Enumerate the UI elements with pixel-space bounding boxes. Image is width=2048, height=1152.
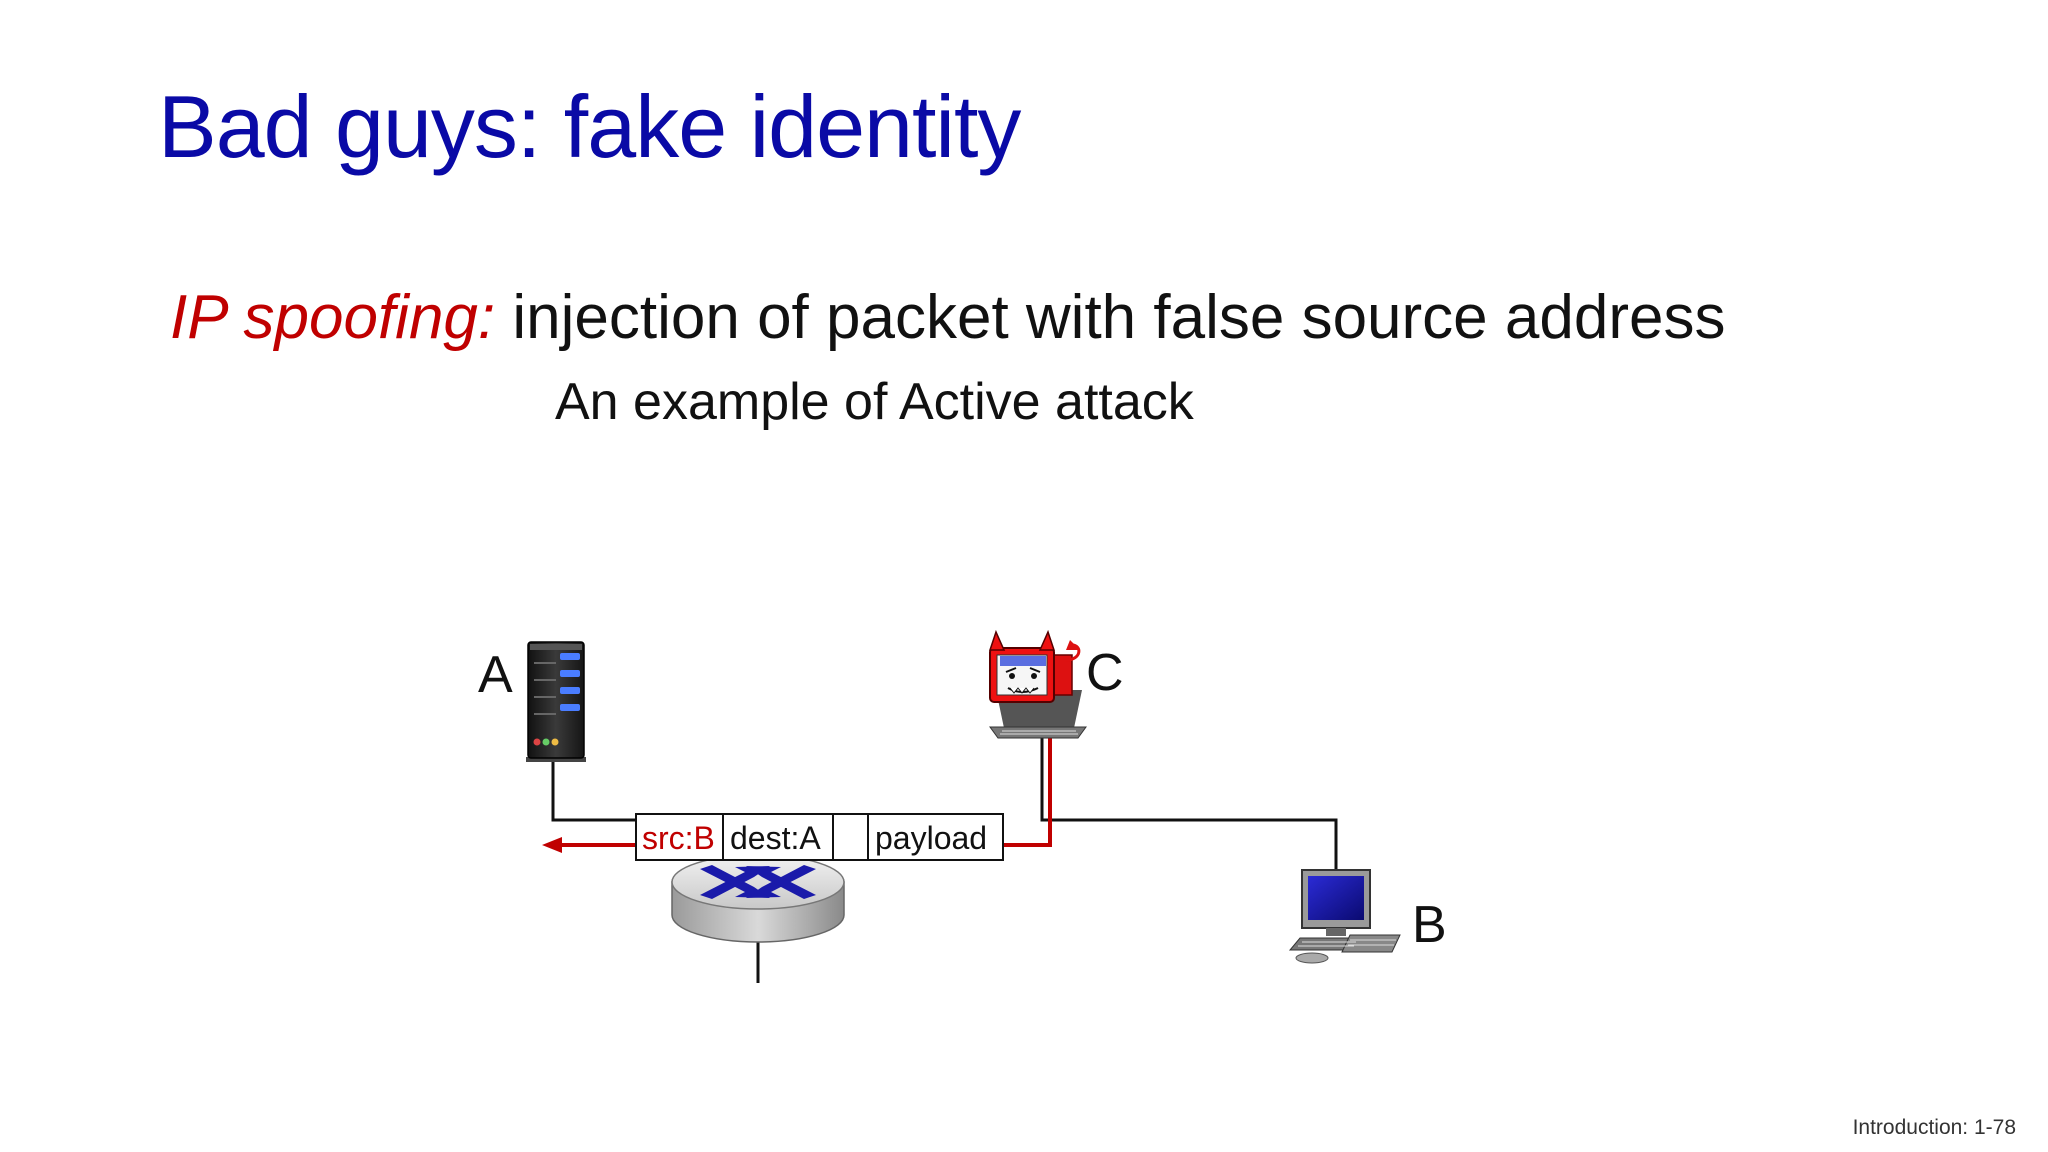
packet: src:B dest:A payload bbox=[635, 813, 1004, 861]
slide-title: Bad guys: fake identity bbox=[158, 77, 1021, 176]
attack-path bbox=[555, 728, 1052, 847]
host-a-label: A bbox=[478, 646, 513, 704]
attack-arrow-head bbox=[542, 837, 562, 853]
host-b-label: B bbox=[1412, 896, 1447, 954]
attacker-computer-icon bbox=[988, 629, 1087, 739]
server-icon bbox=[526, 641, 586, 762]
definition-line: IP spoofing: injection of packet with fa… bbox=[170, 282, 1725, 353]
link-c-to-b bbox=[1040, 735, 1338, 870]
router-icon bbox=[671, 854, 845, 943]
slide-footer: Introduction: 1-78 bbox=[1852, 1116, 2016, 1139]
packet-payload-field: payload bbox=[875, 820, 987, 856]
packet-dest-field: dest:A bbox=[730, 820, 821, 856]
host-b-computer-icon bbox=[1288, 869, 1401, 964]
definition-text: injection of packet with false source ad… bbox=[512, 283, 1726, 352]
link-a-to-router bbox=[551, 748, 636, 822]
packet-src-field: src:B bbox=[642, 820, 715, 856]
subline-text: An example of Active attack bbox=[555, 373, 1194, 431]
host-c-label: C bbox=[1086, 644, 1124, 702]
term-ip-spoofing: IP spoofing: bbox=[170, 283, 496, 352]
